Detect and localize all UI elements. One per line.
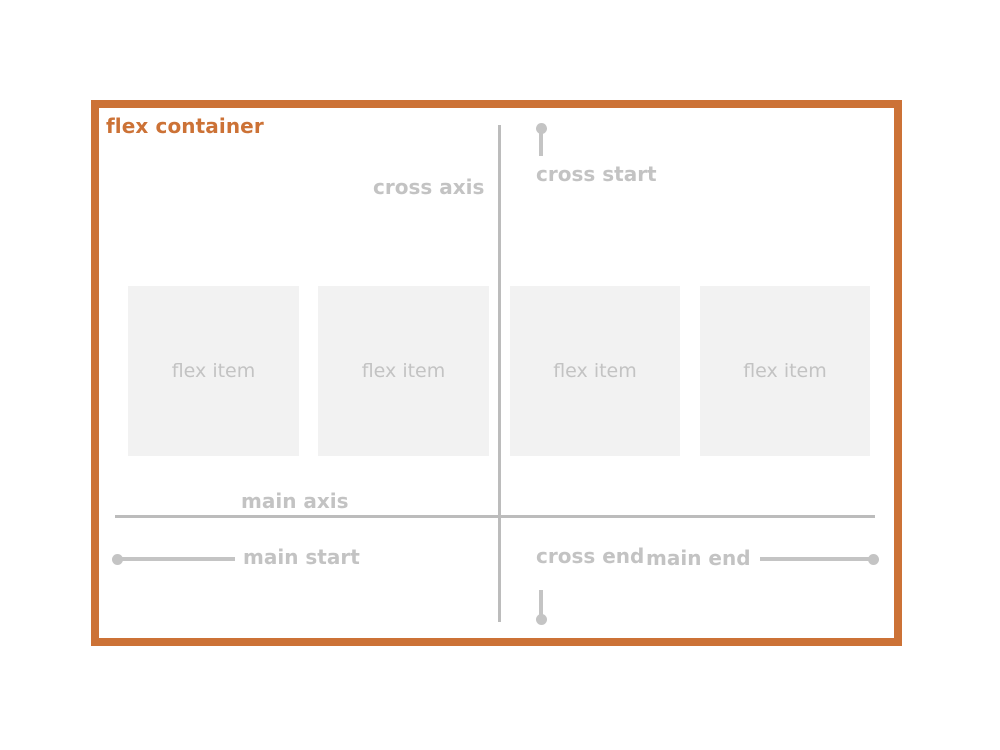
cross-end-dot-icon bbox=[536, 614, 547, 625]
flex-item: flex item bbox=[128, 286, 299, 456]
flex-item: flex item bbox=[510, 286, 680, 456]
cross-end-stem bbox=[539, 590, 543, 619]
flex-item-label: flex item bbox=[553, 360, 637, 382]
cross-axis-label: cross axis bbox=[373, 175, 485, 199]
cross-end-label: cross end bbox=[536, 544, 645, 568]
main-start-label: main start bbox=[243, 545, 360, 569]
flex-item-label: flex item bbox=[361, 360, 446, 382]
flex-item-label: flex item bbox=[171, 360, 256, 382]
cross-start-label: cross start bbox=[536, 162, 657, 186]
flex-item: flex item bbox=[318, 286, 489, 456]
flex-container-label: flex container bbox=[106, 114, 264, 138]
cross-start-stem bbox=[539, 128, 543, 156]
cross-axis-line bbox=[498, 125, 501, 622]
main-axis-label: main axis bbox=[241, 489, 349, 513]
flex-item-label: flex item bbox=[743, 360, 827, 382]
main-end-dot-icon bbox=[868, 554, 879, 565]
main-start-stem bbox=[117, 557, 235, 561]
main-axis-line bbox=[115, 515, 875, 518]
main-end-stem bbox=[760, 557, 875, 561]
flex-item: flex item bbox=[700, 286, 870, 456]
main-end-label: main end bbox=[646, 546, 751, 570]
